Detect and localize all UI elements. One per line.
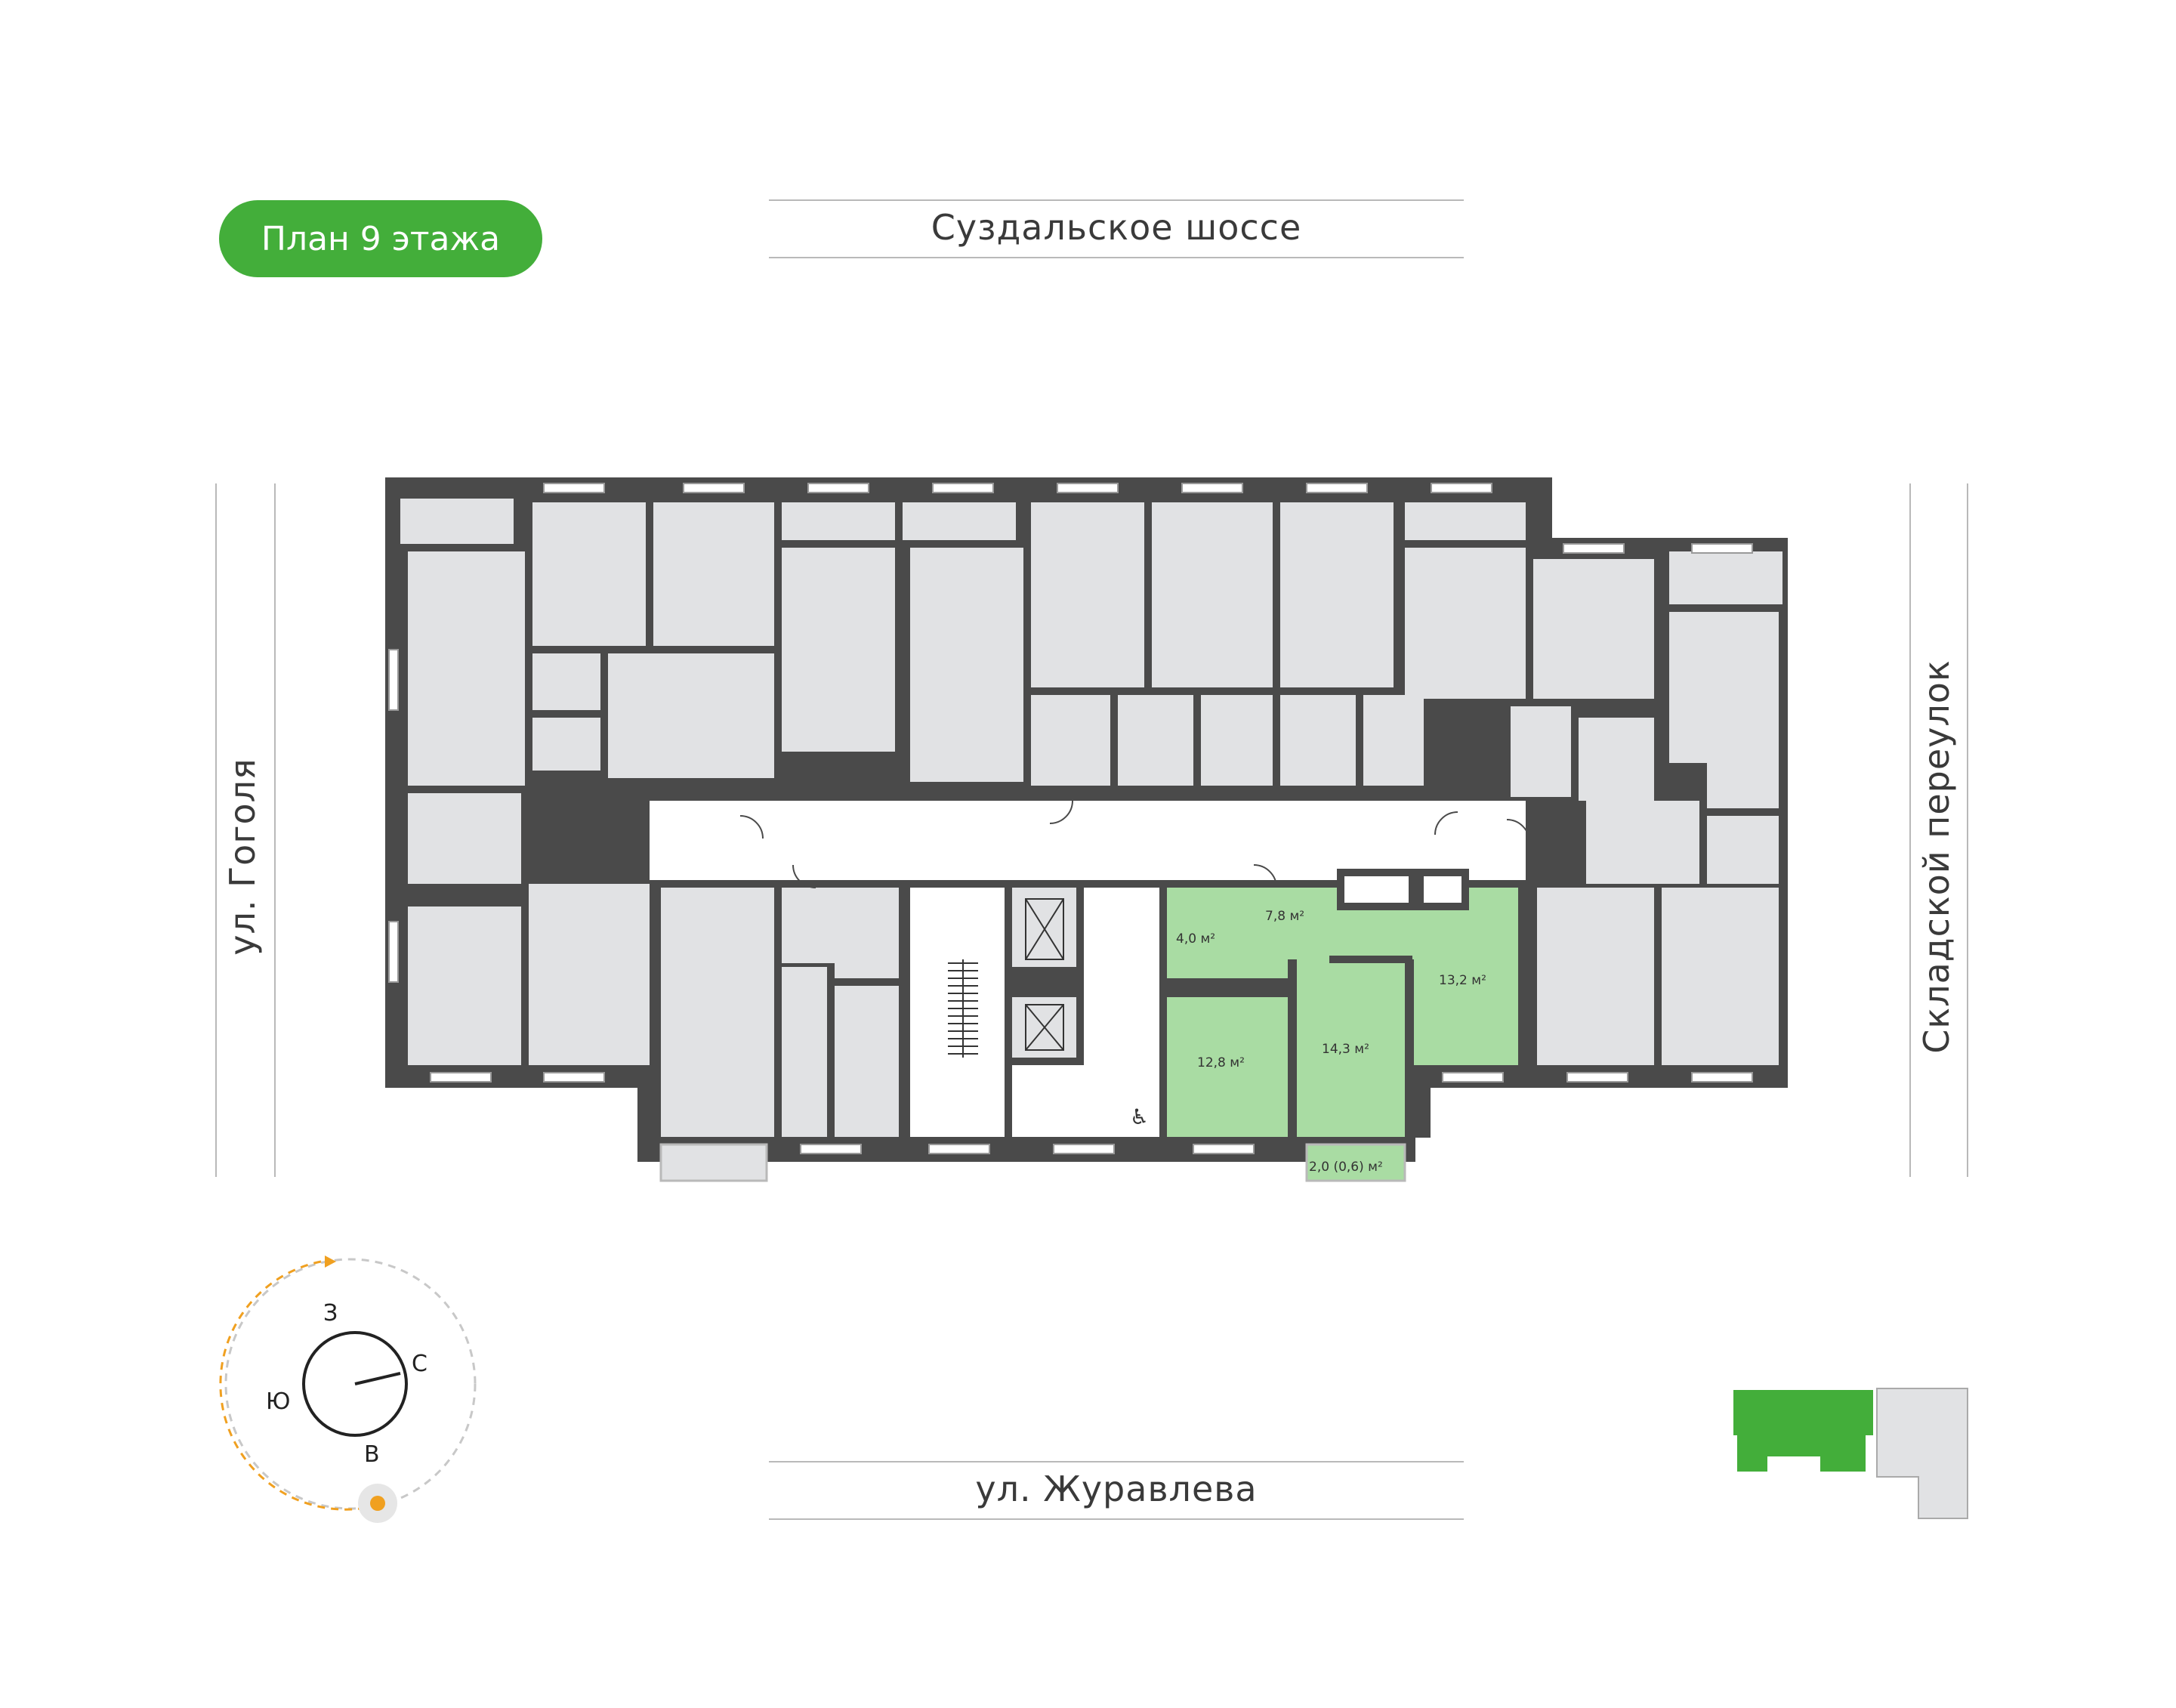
site-plan-other-section: [1876, 1388, 1968, 1519]
sun-path: [219, 1260, 371, 1511]
area-bath: 4,0 м²: [1176, 931, 1215, 947]
sun-icon-core: [370, 1496, 385, 1511]
area-hall: 7,8 м²: [1265, 909, 1304, 924]
windows: [388, 483, 1753, 1154]
balcony-gray: [659, 1143, 768, 1182]
compass-east: В: [364, 1441, 380, 1468]
street-left-rule-left: [215, 483, 217, 1177]
compass: [219, 1256, 477, 1523]
rooms-bottom-row: [408, 763, 1779, 1137]
area-kitchen: 13,2 м²: [1439, 973, 1486, 988]
apartment-inner-walls: [1167, 869, 1469, 1141]
sun-path-arrow: [325, 1256, 336, 1268]
street-top-label: Суздальское шоссе: [931, 207, 1302, 248]
street-top-rule-top: [769, 199, 1464, 201]
stair-lift-core: [910, 888, 1159, 1137]
street-bottom-rule-bottom: [769, 1518, 1464, 1520]
compass-needle: [354, 1372, 401, 1385]
rooms-top-row: [400, 499, 1782, 801]
corridor: [650, 801, 1526, 880]
compass-north: С: [412, 1351, 427, 1377]
door-arcs: [739, 800, 1530, 888]
area-balcony: 2,0 (0,6) м²: [1309, 1160, 1383, 1175]
street-bottom-rule-top: [769, 1461, 1464, 1462]
wheelchair-icon: ♿: [1130, 1104, 1149, 1129]
street-top-rule-bottom: [769, 257, 1464, 258]
street-bottom-label: ул. Журавлева: [975, 1469, 1258, 1509]
site-plan-current-section: [1733, 1390, 1873, 1472]
area-bedroom-2: 14,3 м²: [1322, 1042, 1369, 1057]
highlighted-apartment: [1167, 888, 1518, 1182]
compass-west: З: [323, 1300, 338, 1327]
compass-south: Ю: [266, 1388, 290, 1415]
street-right-rule-left: [1909, 483, 1911, 1177]
area-bedroom-1: 12,8 м²: [1197, 1055, 1245, 1070]
floor-badge: План 9 этажа: [219, 200, 542, 277]
site-plan: [1733, 1388, 1968, 1519]
street-left-rule-right: [274, 483, 276, 1177]
street-right-rule-right: [1967, 483, 1968, 1177]
